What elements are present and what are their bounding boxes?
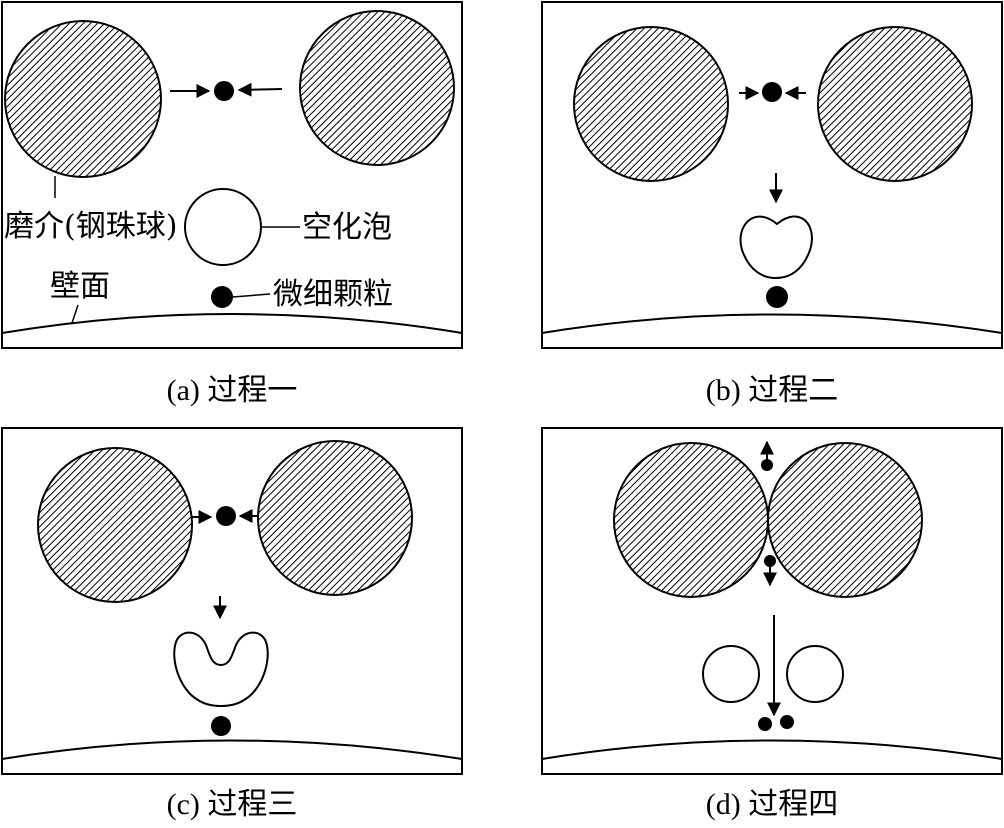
label-particle: 微细颗粒 bbox=[273, 277, 393, 312]
grinding-ball-left bbox=[4, 20, 162, 178]
caption-c: (c) 过程三 bbox=[167, 788, 298, 821]
arrow-left-icon bbox=[237, 82, 283, 97]
fine-particle-left bbox=[758, 717, 772, 731]
particle-top bbox=[216, 506, 236, 526]
grinding-ball-right bbox=[767, 442, 923, 598]
deformed-bubble bbox=[739, 215, 813, 280]
particle-up bbox=[761, 459, 773, 471]
leader-line-wall bbox=[71, 304, 79, 324]
fine-particle bbox=[211, 716, 231, 736]
cavitation-bubble bbox=[184, 188, 262, 266]
fine-particle-right bbox=[780, 715, 794, 729]
split-bubble-left bbox=[702, 645, 760, 703]
deformed-bubble bbox=[173, 631, 269, 707]
panel-d-frame bbox=[541, 427, 1003, 775]
caption-b: (b) 过程二 bbox=[706, 374, 838, 407]
grinding-ball-left bbox=[573, 26, 729, 182]
leader-line-particle bbox=[232, 293, 271, 298]
wall-surface bbox=[1, 313, 463, 334]
particle-down bbox=[764, 555, 776, 567]
panel-d bbox=[541, 427, 1003, 775]
panel-c bbox=[1, 427, 463, 775]
panel-a: 磨介(钢珠球) 空化泡 壁面 微细颗粒 bbox=[1, 1, 463, 349]
label-wall: 壁面 bbox=[50, 269, 110, 304]
label-media: 磨介(钢珠球) bbox=[4, 209, 177, 244]
fine-particle bbox=[211, 286, 233, 308]
grinding-ball-left bbox=[613, 442, 769, 598]
caption-a: (a) 过程一 bbox=[167, 374, 298, 407]
grinding-ball-right bbox=[299, 10, 455, 166]
particle-top bbox=[214, 81, 234, 101]
split-bubble-right bbox=[786, 645, 844, 703]
wall-surface bbox=[1, 739, 463, 760]
fine-particle bbox=[766, 286, 788, 308]
grinding-ball-left bbox=[37, 447, 193, 603]
wall-surface bbox=[541, 739, 1003, 760]
particle-top bbox=[762, 82, 782, 102]
caption-d: (d) 过程四 bbox=[706, 788, 838, 821]
wall-surface bbox=[541, 313, 1003, 334]
panel-b bbox=[541, 1, 1003, 349]
grinding-ball-right bbox=[257, 440, 413, 596]
label-bubble: 空化泡 bbox=[302, 210, 392, 245]
grinding-ball-right bbox=[817, 26, 973, 182]
